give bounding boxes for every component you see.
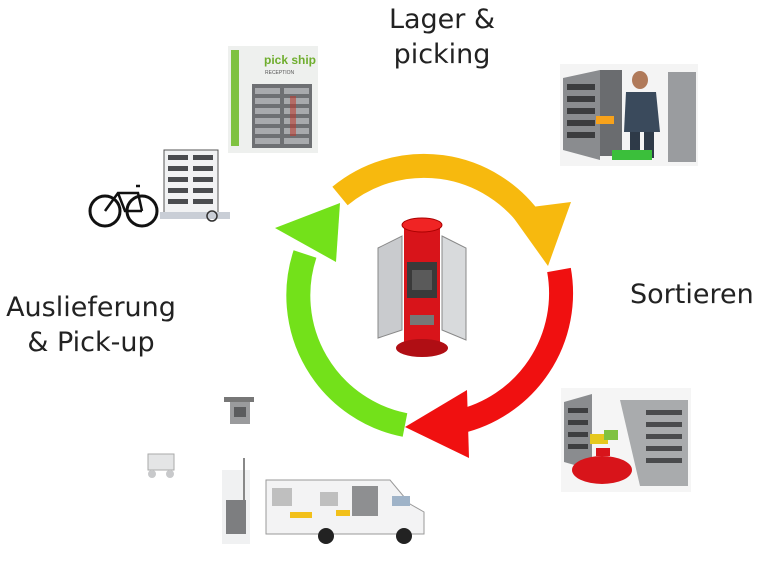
arrow-yellow-head xyxy=(508,202,571,266)
arrow-red xyxy=(455,267,573,434)
arrow-yellow xyxy=(332,153,542,230)
logo-text: pick ship xyxy=(264,53,316,67)
cargo-bike-image xyxy=(88,149,230,228)
stage-label-sortieren: Sortieren xyxy=(630,279,754,310)
operator-picking-image xyxy=(560,64,698,166)
delivery-van-image xyxy=(222,458,425,544)
drone-image xyxy=(224,397,254,424)
stage-label-auslieferung: Auslieferung & Pick-up xyxy=(6,292,176,358)
arrow-green-head xyxy=(275,203,340,262)
cycle-arrows xyxy=(275,153,573,458)
delivery-robot-image xyxy=(147,453,175,478)
arrow-red-head xyxy=(405,390,469,458)
arrow-green xyxy=(286,250,408,437)
central-picking-machine-image xyxy=(377,217,467,357)
reception-cabinet-image: pick ship RECEPTION xyxy=(228,46,318,153)
stage-label-lager-picking: Lager & picking xyxy=(388,4,496,70)
logo-subtext: RECEPTION xyxy=(265,70,295,76)
sorting-machine-image xyxy=(561,388,691,492)
